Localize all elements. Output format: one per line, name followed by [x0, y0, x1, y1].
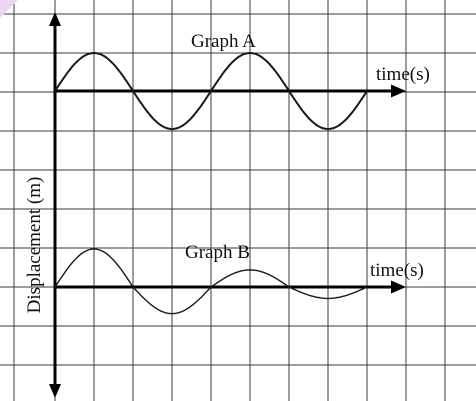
graph-b-wave	[54, 248, 368, 315]
graph-a-xlabel: time(s)	[376, 64, 430, 85]
axis-arrow-down-icon	[49, 384, 61, 398]
graph-a-wave	[54, 51, 368, 131]
graph-a-time-arrow-icon	[391, 84, 406, 98]
graph-a-title: Graph A	[191, 31, 256, 52]
displacement-axis	[49, 12, 61, 398]
corner-accent	[0, 0, 18, 18]
graph-b-time-arrow-icon	[391, 280, 406, 294]
axis-arrow-up-icon	[49, 12, 61, 26]
graph-b: time(s) Graph B	[54, 242, 424, 315]
graph-b-xlabel: time(s)	[370, 260, 424, 281]
graph-b-title: Graph B	[185, 242, 250, 263]
graph-a: time(s) Graph A	[54, 31, 430, 131]
y-axis-label: Displacement (m)	[24, 177, 45, 314]
